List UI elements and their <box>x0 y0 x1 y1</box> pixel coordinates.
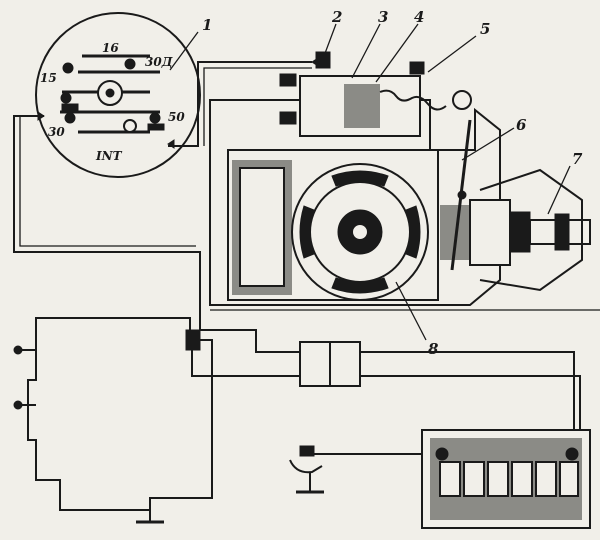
leader-4 <box>375 23 419 83</box>
terminal-posts <box>60 58 165 133</box>
clamp-jaw <box>289 459 323 474</box>
callout-4: 4 <box>414 8 424 26</box>
fuse-block <box>299 341 361 387</box>
callout-3: 3 <box>378 8 388 26</box>
terminal-clip <box>61 103 79 111</box>
return-spring <box>379 89 447 111</box>
battery-positive-post <box>565 447 579 461</box>
terminal-2 <box>315 51 331 69</box>
leader-6 <box>461 127 515 161</box>
leader-2 <box>323 23 337 57</box>
wire-to-battery-b <box>360 351 575 450</box>
regulator-terminal <box>185 329 201 351</box>
plunger-link <box>452 90 472 110</box>
callout-2: 2 <box>331 8 342 26</box>
leader-8 <box>395 281 427 341</box>
pole-shoe <box>331 170 389 187</box>
terminal-post <box>60 92 72 104</box>
switch-cam-axle <box>105 88 115 98</box>
wiring-harness <box>13 57 600 455</box>
pole-shoe <box>405 205 421 259</box>
terminal-post <box>62 62 74 74</box>
terminal-post <box>64 112 76 124</box>
wire-terminal-50-parallel <box>203 67 312 146</box>
solenoid-terminal <box>279 111 297 125</box>
clamp-bolt <box>299 445 315 457</box>
callout-8: 8 <box>428 340 439 358</box>
pole-shoe <box>299 205 315 259</box>
solenoid-terminal <box>279 73 297 87</box>
ignition-switch: 16 30Д 15 30 50 INT <box>35 12 201 178</box>
generator-terminal <box>13 400 23 410</box>
battery <box>421 429 591 529</box>
label-50: 50 <box>168 110 185 124</box>
leader-1 <box>169 31 199 71</box>
wire-terminal-30 <box>13 115 300 353</box>
nose-housing <box>479 168 583 292</box>
battery-negative-post <box>435 447 449 461</box>
terminal-post <box>149 112 161 124</box>
wire-terminal-50 <box>168 61 312 147</box>
battery-cell <box>511 461 533 497</box>
callout-leaders <box>169 23 571 341</box>
label-30d: 30Д <box>145 55 173 69</box>
battery-cells <box>439 461 579 497</box>
label-int: INT <box>95 149 123 163</box>
battery-cell <box>487 461 509 497</box>
wire-generator <box>191 340 300 377</box>
battery-cell <box>463 461 485 497</box>
wire-arrow <box>37 111 45 121</box>
lever-pivot <box>457 190 467 200</box>
callout-6: 6 <box>516 116 527 134</box>
generator-regulator <box>13 317 213 524</box>
pinion <box>509 211 531 253</box>
terminal-post <box>123 119 137 133</box>
callout-7: 7 <box>572 150 583 168</box>
battery-cell <box>439 461 461 497</box>
solenoid-coil <box>344 84 380 128</box>
label-15: 15 <box>40 71 57 85</box>
leader-7 <box>547 165 571 215</box>
wire-terminal-30-parallel <box>19 116 196 247</box>
terminal-5 <box>409 61 425 75</box>
leader-5 <box>427 35 477 73</box>
field-coil <box>239 167 285 287</box>
pole-shoe <box>331 277 389 294</box>
generator-terminal <box>13 345 23 355</box>
wire-to-battery-a <box>360 375 581 450</box>
battery-cell <box>559 461 579 497</box>
wire-arrow <box>167 139 175 149</box>
callout-1: 1 <box>202 16 212 34</box>
starter-motor-assembly <box>209 51 591 306</box>
label-30: 30 <box>48 125 65 139</box>
callout-5: 5 <box>480 20 490 38</box>
terminal-post <box>124 58 136 70</box>
label-16: 16 <box>102 41 119 55</box>
ground-clamp <box>289 445 324 494</box>
starter-frame <box>209 99 501 306</box>
leader-3 <box>351 23 381 79</box>
armature-shaft <box>351 223 369 241</box>
generator-housing <box>27 317 213 511</box>
switch-housing <box>35 12 201 178</box>
drive-gear-housing <box>469 199 511 266</box>
terminal-clip <box>147 123 165 131</box>
battery-cell <box>535 461 557 497</box>
shaft-collar <box>554 213 570 251</box>
